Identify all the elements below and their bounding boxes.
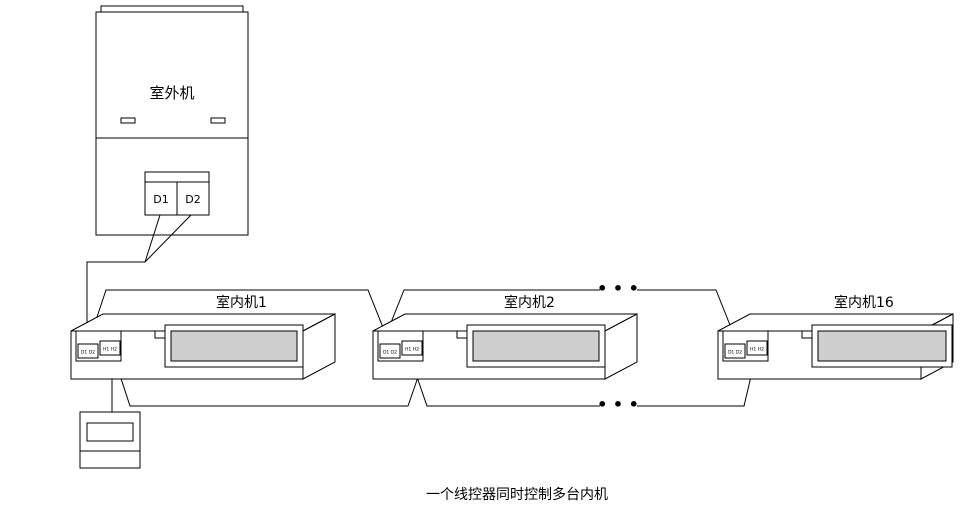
indoor-unit-2-label: 室内机2 [504, 294, 555, 311]
indoor-unit-2-terminal-h-label: H1 H2 [405, 347, 419, 353]
indoor-unit-2-terminal-d [379, 343, 401, 359]
indoor-unit-16-terminal-h [746, 340, 768, 356]
wire-top-1-2 [90, 289, 387, 336]
indoor-unit-2-terminal-d-label: D1 D2 [383, 350, 397, 356]
indoor-unit-1-grille [170, 330, 298, 362]
outdoor-terminal-d2 [176, 181, 210, 216]
indoor-unit-1-terminal-h-label: H1 H2 [103, 347, 117, 353]
indoor-unit-2-grille [472, 330, 600, 362]
wire-top-dots-16 [637, 289, 735, 336]
indoor-unit-16-label: 室内机16 [834, 294, 894, 311]
wire-top-2-dots [385, 289, 600, 336]
indoor-unit-2 [372, 313, 638, 380]
outdoor-unit-top-cap [100, 5, 244, 13]
terminal-d1-label: D1 [153, 193, 168, 206]
outdoor-terminal-d1 [144, 181, 178, 216]
indoor-unit-1-terminal-d [77, 343, 99, 359]
indoor-unit-16-terminal-d [724, 343, 746, 359]
ellipsis-bottom: • • • [597, 395, 639, 414]
outdoor-unit-vent-left [120, 117, 136, 124]
ellipsis-top: • • • [597, 279, 639, 298]
outdoor-unit-label: 室外机 [149, 84, 194, 102]
indoor-unit-16-grille [817, 330, 947, 362]
indoor-unit-1-terminal-h [99, 340, 121, 356]
outdoor-unit-upper-panel [95, 11, 249, 139]
outdoor-terminal-header [144, 171, 210, 183]
indoor-unit-16 [717, 313, 954, 380]
outdoor-unit [95, 5, 249, 236]
wired-controller-screen [86, 422, 134, 442]
indoor-unit-1 [70, 313, 336, 380]
indoor-unit-1-terminal-d-label: D1 D2 [81, 350, 95, 356]
indoor-unit-16-terminal-d-label: D1 D2 [728, 350, 742, 356]
indoor-unit-2-terminal-h [401, 340, 423, 356]
diagram-caption: 一个线控器同时控制多台内机 [426, 486, 608, 503]
outdoor-unit-vent-right [210, 117, 226, 124]
wire-d1-outdoor [86, 214, 161, 335]
terminal-d2-label: D2 [185, 193, 200, 206]
indoor-unit-16-terminal-h-label: H1 H2 [750, 347, 764, 353]
wired-controller [79, 411, 141, 469]
wire-d2-outdoor [144, 214, 192, 263]
indoor-unit-1-label: 室内机1 [216, 294, 267, 311]
